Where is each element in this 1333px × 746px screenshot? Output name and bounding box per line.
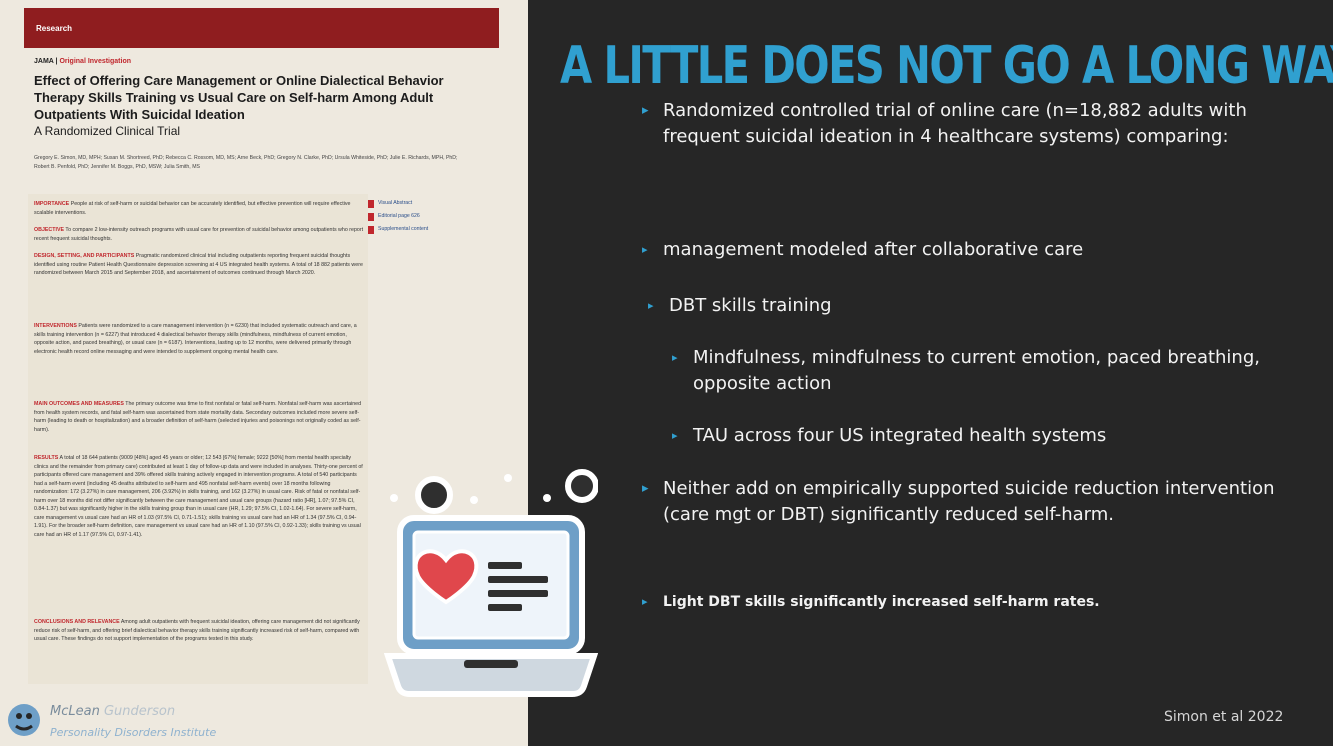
abstract-text: To compare 2 low-intensity outreach prog… [34, 227, 364, 242]
abstract-text: The primary outcome was time to first no… [34, 401, 362, 433]
abstract-text: Patients were randomized to a care manag… [34, 323, 357, 355]
abstract-text: A total of 18 644 patients (9009 [48%] a… [34, 455, 363, 538]
bullet-trial: Randomized controlled trial of online ca… [642, 98, 1308, 150]
abstract-text: Pragmatic randomized clinical trial incl… [34, 253, 363, 276]
logo-name-mclean: McLean [50, 704, 100, 719]
supplemental-link: Supplemental content [366, 223, 428, 236]
abstract-text: People at risk of self-harm or suicidal … [34, 201, 351, 216]
abstract-text: Among adult outpatients with frequent su… [34, 619, 360, 642]
bullet-neither: Neither add on empirically supported sui… [642, 476, 1308, 528]
abstract-importance: IMPORTANCE People at risk of self-harm o… [34, 200, 364, 217]
mclean-logo-icon [8, 704, 40, 736]
editorial-link: Editorial page 626 [366, 210, 428, 223]
article-banner: Research [24, 8, 499, 48]
article-authors: Gregory E. Simon, MD, MPH; Susan M. Shor… [34, 155, 458, 170]
logo-name-gunderson: Gunderson [103, 704, 176, 719]
abstract-heading: RESULTS [34, 455, 59, 461]
journal-line: JAMA | Original Investigation [34, 58, 132, 65]
abstract-heading: IMPORTANCE [34, 201, 70, 207]
abstract-heading: DESIGN, SETTING, AND PARTICIPANTS [34, 253, 135, 259]
logo-subtitle: Personality Disorders Institute [50, 726, 217, 739]
abstract-results: RESULTS A total of 18 644 patients (9009… [34, 454, 364, 539]
visual-abstract-link: Visual Abstract [366, 197, 428, 210]
logo-name: McLean Gunderson [50, 704, 175, 719]
citation: Simon et al 2022 [1164, 709, 1284, 725]
journal-name: JAMA [34, 58, 54, 65]
abstract-heading: OBJECTIVE [34, 227, 65, 233]
article-title: Effect of Offering Care Management or On… [34, 73, 444, 122]
abstract-heading: MAIN OUTCOMES AND MEASURES [34, 401, 124, 407]
abstract-outcomes: MAIN OUTCOMES AND MEASURES The primary o… [34, 400, 364, 434]
abstract-interventions: INTERVENTIONS Patients were randomized t… [34, 322, 364, 356]
bullet-tau: TAU across four US integrated health sys… [672, 423, 1293, 449]
article-banner-label: Research [36, 24, 73, 33]
abstract-conclusions: CONCLUSIONS AND RELEVANCE Among adult ou… [34, 618, 364, 644]
abstract-heading: CONCLUSIONS AND RELEVANCE [34, 619, 120, 625]
abstract-objective: OBJECTIVE To compare 2 low-intensity out… [34, 226, 364, 243]
abstract-heading: INTERVENTIONS [34, 323, 77, 329]
bullet-light-dbt: Light DBT skills significantly increased… [642, 592, 1303, 612]
bullet-care-management: management modeled after collaborative c… [642, 237, 1303, 263]
article-links: Visual Abstract Editorial page 626 Suppl… [366, 197, 428, 236]
slide-title: A LITTLE DOES NOT GO A LONG WAY [560, 36, 1333, 96]
article-type: Original Investigation [59, 58, 132, 65]
bullet-dbt: DBT skills training [648, 293, 1269, 319]
article-abstract: IMPORTANCE People at risk of self-harm o… [28, 194, 368, 684]
laptop-heart-icon [384, 469, 598, 697]
abstract-design: DESIGN, SETTING, AND PARTICIPANTS Pragma… [34, 252, 364, 278]
article-image: Research JAMA | Original Investigation E… [0, 0, 528, 746]
article-subtitle: A Randomized Clinical Trial [34, 124, 181, 138]
bullet-dbt-skills: Mindfulness, mindfulness to current emot… [672, 345, 1298, 397]
